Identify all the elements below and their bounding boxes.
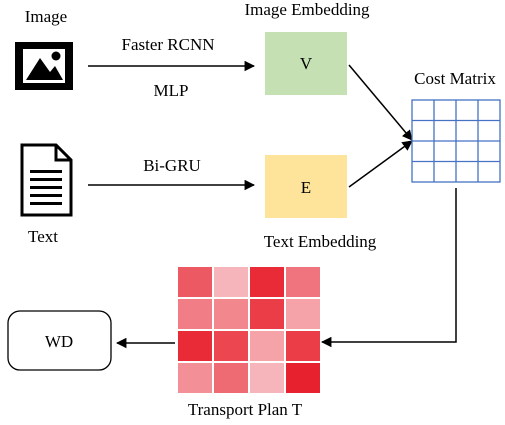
transport-plan-cell xyxy=(178,299,212,329)
e-to-cost-arrow xyxy=(348,140,413,188)
cost-matrix-grid xyxy=(411,99,501,183)
wd-label: WD xyxy=(45,332,73,351)
transport-plan-cell xyxy=(286,299,320,329)
transport-plan-cell xyxy=(214,331,248,361)
transport-plan-cell xyxy=(178,331,212,361)
transport-plan-label: Transport Plan T xyxy=(188,400,303,419)
image-icon xyxy=(15,42,73,90)
transport-plan-cell xyxy=(214,299,248,329)
transport-plan-cell xyxy=(250,267,284,297)
transport-plan-cell xyxy=(178,363,212,393)
transport-plan-cell xyxy=(214,267,248,297)
text-label: Text xyxy=(28,227,58,246)
wd-box xyxy=(7,310,112,371)
image-label: Image xyxy=(25,7,67,26)
edge-label-bi-gru: Bi-GRU xyxy=(143,156,201,175)
image-embedding-box xyxy=(265,32,347,95)
edge-label-mlp: MLP xyxy=(154,81,189,100)
cost-matrix-label: Cost Matrix xyxy=(414,69,496,88)
document-icon xyxy=(20,143,73,217)
transport-plan-cell xyxy=(214,363,248,393)
cost-to-plan-arrow xyxy=(320,188,457,348)
transport-plan-heatmap xyxy=(178,267,320,393)
transport-plan-cell xyxy=(286,267,320,297)
text-embedding-node-label: E xyxy=(301,178,311,197)
text-embedding-box xyxy=(265,155,347,218)
image-embedding-label: Image Embedding xyxy=(244,0,370,19)
transport-plan-cell xyxy=(286,363,320,393)
edge-label-faster-rcnn: Faster RCNN xyxy=(121,35,214,54)
transport-plan-cell xyxy=(250,363,284,393)
transport-plan-cell xyxy=(178,267,212,297)
transport-plan-cell xyxy=(250,331,284,361)
transport-plan-cell xyxy=(250,299,284,329)
transport-plan-cell xyxy=(286,331,320,361)
image-embedding-node-label: V xyxy=(300,54,313,73)
text-embedding-label: Text Embedding xyxy=(264,232,377,251)
v-to-cost-arrow xyxy=(348,64,413,141)
